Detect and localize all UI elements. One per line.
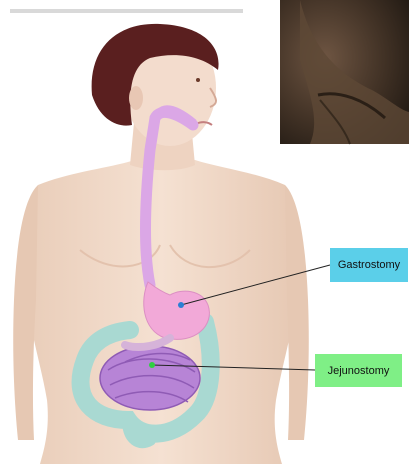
gastrostomy-label: Gastrostomy (330, 248, 408, 282)
abdomen-skin-photo (280, 0, 409, 144)
gastrostomy-marker-dot (178, 302, 184, 308)
jejunostomy-marker-dot (149, 362, 155, 368)
top-divider (10, 9, 243, 13)
left-arm (13, 185, 38, 440)
jejunostomy-label: Jejunostomy (315, 354, 402, 387)
right-arm (285, 185, 309, 440)
small-intestine (100, 346, 200, 410)
